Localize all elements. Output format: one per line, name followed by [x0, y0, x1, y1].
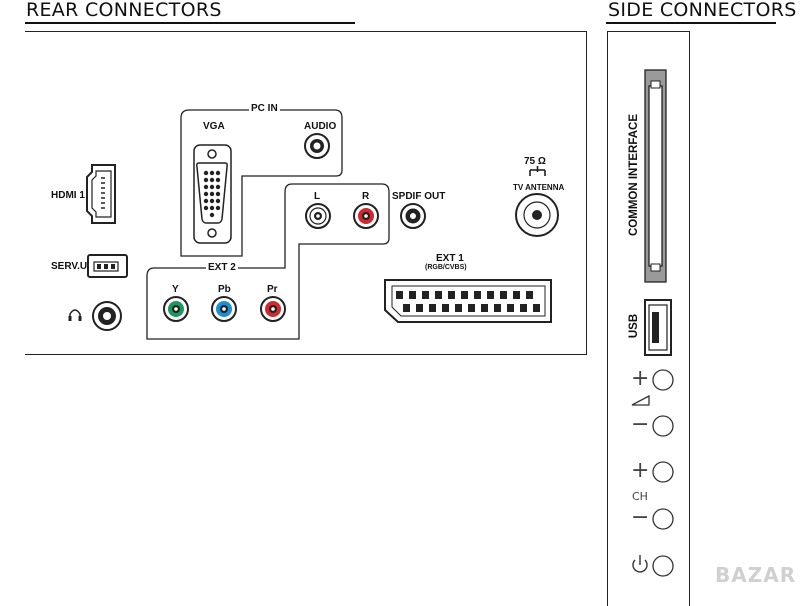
audio-l-label: L [314, 191, 321, 202]
component-y-label: Y [172, 284, 179, 295]
volume-minus-sign: − [631, 412, 650, 437]
component-pb-label: Pb [218, 284, 231, 295]
power-button-circle [652, 555, 674, 577]
audio-r-label: R [362, 191, 370, 202]
pc-in-bracket [180, 109, 343, 257]
side-title-underline [606, 22, 776, 24]
ext2-bracket [146, 183, 390, 340]
power-icon [632, 555, 648, 573]
pc-audio-jack [304, 133, 330, 159]
pc-in-label: PC IN [249, 103, 280, 114]
audio-label: AUDIO [304, 121, 337, 132]
hdmi-connector [86, 164, 116, 224]
channel-minus-sign: − [631, 505, 650, 530]
component-pr-label: Pr [267, 284, 278, 295]
component-pb-jack [211, 296, 237, 322]
common-interface-slot [644, 69, 667, 283]
side-connectors-drawing [631, 69, 674, 577]
channel-plus-sign: + [631, 458, 650, 483]
component-pr-jack [260, 296, 286, 322]
vga-connector [193, 144, 232, 244]
ext2-label: EXT 2 [206, 262, 238, 273]
spdif-out-label: SPDIF OUT [392, 191, 446, 202]
component-y-jack [163, 296, 189, 322]
volume-icon [631, 394, 650, 406]
headphone-icon [68, 309, 82, 321]
usb-port [644, 299, 672, 356]
impedance-label: 75 Ω [524, 156, 546, 167]
vga-label: VGA [203, 121, 225, 132]
volume-down-button-circle [652, 415, 674, 437]
service-port [87, 254, 128, 278]
channel-up-button-circle [652, 461, 674, 483]
spdif-out-jack [400, 203, 426, 229]
watermark: BAZAR [715, 563, 797, 587]
volume-up-button-circle [652, 369, 674, 391]
audio-l-jack [305, 203, 331, 229]
audio-r-jack [353, 203, 379, 229]
tv-antenna-label: TV ANTENNA [513, 183, 565, 192]
common-interface-label: COMMON INTERFACE [628, 113, 640, 236]
channel-down-button-circle [652, 508, 674, 530]
side-connectors-title: SIDE CONNECTORS [608, 0, 797, 21]
usb-label: USB [628, 313, 640, 339]
headphone-jack [92, 301, 122, 331]
channel-label: CH [632, 490, 648, 503]
tv-antenna-connector [515, 193, 559, 237]
scart-ext1-connector [384, 279, 552, 323]
volume-plus-sign: + [631, 366, 650, 391]
ext1-label: EXT 1 [436, 253, 464, 264]
rear-title-underline [25, 22, 355, 24]
rear-connectors-title: REAR CONNECTORS [26, 0, 222, 21]
hdmi-label: HDMI 1 [51, 190, 85, 201]
antenna-symbol-icon [529, 166, 546, 176]
servu-label: SERV.U [51, 261, 88, 272]
ext1-sub-label: (RGB/CVBS) [425, 264, 467, 271]
